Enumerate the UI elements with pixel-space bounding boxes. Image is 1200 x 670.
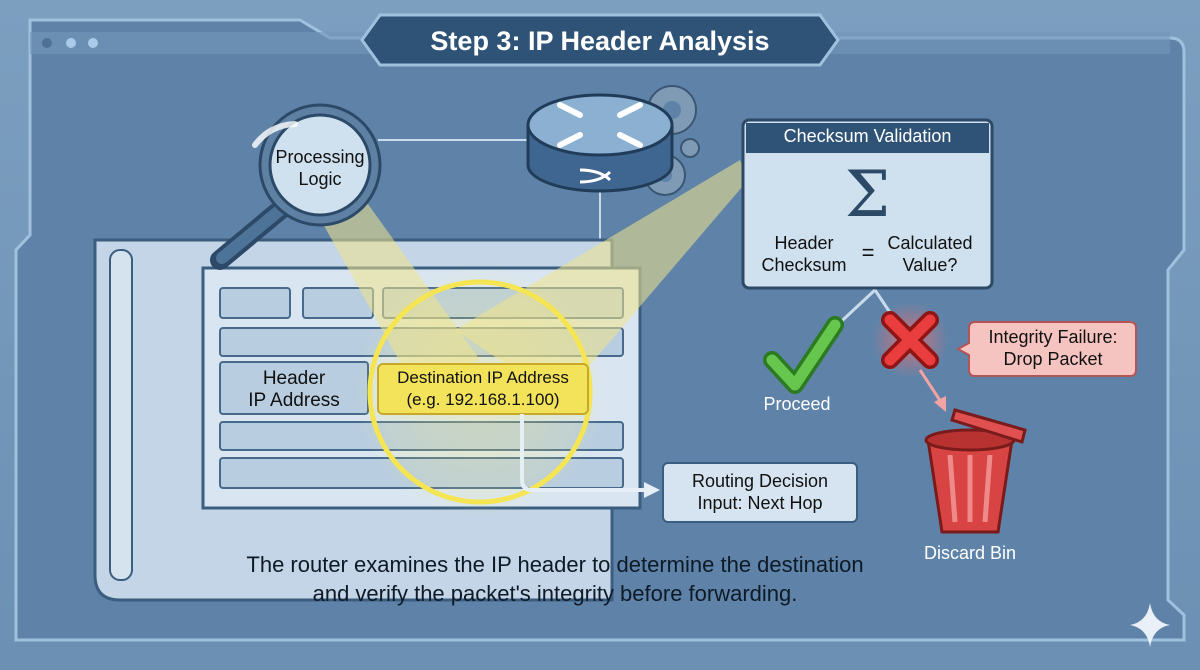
caption: The router examines the IP header to det… (150, 550, 960, 608)
magnifier-label-line2: Logic (298, 169, 342, 189)
routing-arrow (520, 414, 648, 492)
header-checksum-line1: Header (774, 233, 834, 253)
destination-field (377, 363, 589, 415)
window-dot-icon (88, 38, 98, 48)
destination-ip-line2: (e.g. 192.168.1.100) (406, 390, 560, 409)
checksum-panel (741, 118, 994, 290)
sparkle-icon (1130, 603, 1170, 647)
trash-can-icon (924, 408, 1027, 534)
sigma-icon: Σ (844, 158, 891, 232)
caption-line1: The router examines the IP header to det… (246, 552, 864, 577)
integrity-failure-line2: Drop Packet (1003, 349, 1103, 369)
header-ip-label: Header IP Address (220, 368, 368, 412)
window-dot-icon (42, 38, 52, 48)
page-title: Step 3: IP Header Analysis (430, 26, 770, 56)
router-icon (526, 85, 700, 196)
integrity-failure-line1: Integrity Failure: (988, 327, 1118, 347)
destination-ip-line1: Destination IP Address (397, 368, 569, 387)
window-dot-icon (66, 38, 76, 48)
calculated-value-line2: Value? (902, 255, 958, 275)
x-mark-icon (881, 311, 939, 369)
header-ip-label-line1: Header (262, 368, 326, 389)
header-ip-label-line2: IP Address (248, 390, 340, 411)
magnifier-label-line1: Processing (275, 147, 365, 167)
title-banner (360, 13, 840, 67)
routing-decision-box (662, 462, 858, 523)
magnifier-label: Processing Logic (262, 146, 378, 190)
destination-ip-label: Destination IP Address (e.g. 192.168.1.1… (378, 367, 588, 411)
checksum-title: Checksum Validation (783, 126, 952, 146)
calculated-value-label: Calculated Value? (878, 232, 982, 276)
routing-decision-label: Routing Decision Input: Next Hop (663, 470, 857, 514)
discard-bin-label: Discard Bin (923, 543, 1017, 563)
magnifier-icon (210, 103, 382, 270)
header-checksum-line2: Checksum (761, 255, 847, 275)
caption-line2: and verify the packet's integrity before… (312, 581, 798, 606)
proceed-label: Proceed (763, 394, 831, 414)
header-checksum-label: Header Checksum (750, 232, 858, 276)
calculated-value-line1: Calculated (887, 233, 973, 253)
failure-callout (955, 321, 1137, 377)
routing-decision-line1: Routing Decision (691, 471, 829, 491)
equals-sign: = (861, 240, 875, 265)
integrity-failure-label: Integrity Failure: Drop Packet (972, 326, 1134, 370)
highlight-circle (367, 279, 593, 505)
routing-decision-line2: Input: Next Hop (697, 493, 823, 513)
